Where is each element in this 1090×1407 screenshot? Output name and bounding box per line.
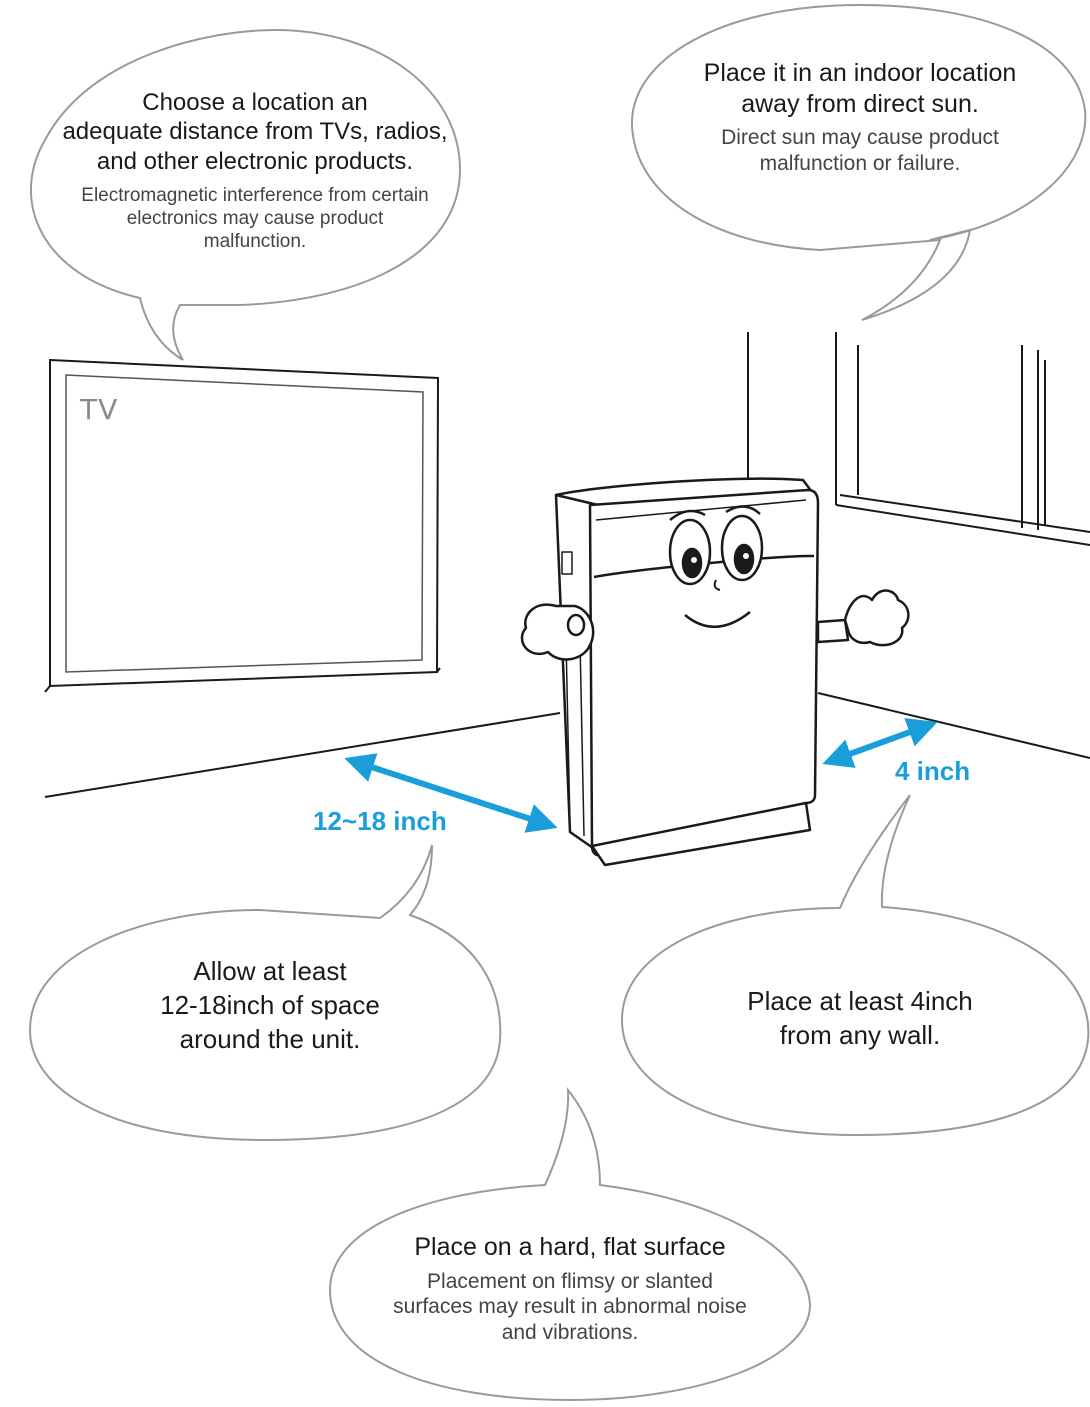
sun-title-line: Place it in an indoor location bbox=[660, 58, 1060, 89]
space-title-line: Allow at least bbox=[100, 955, 440, 989]
sun-title-line: away from direct sun. bbox=[660, 89, 1060, 120]
bubble-surface-text: Place on a hard, flat surface Placement … bbox=[340, 1232, 800, 1345]
wall-distance-label: 4 inch bbox=[895, 756, 970, 787]
space-title-line: 12-18inch of space bbox=[100, 989, 440, 1023]
window bbox=[836, 332, 1090, 545]
electronics-title-line: adequate distance from TVs, radios, bbox=[20, 117, 490, 146]
tv-label: TV bbox=[80, 393, 118, 426]
sun-note-line: Direct sun may cause product bbox=[660, 125, 1060, 151]
wall-title-line: Place at least 4inch bbox=[680, 985, 1040, 1019]
electronics-note-line: Electromagnetic interference from certai… bbox=[20, 184, 490, 207]
space-title-line: around the unit. bbox=[100, 1023, 440, 1057]
bubble-electronics-text: Choose a location an adequate distance f… bbox=[20, 88, 490, 253]
surface-note-line: surfaces may result in abnormal noise bbox=[340, 1294, 800, 1320]
surface-title-line: Place on a hard, flat surface bbox=[340, 1232, 800, 1263]
sun-note-line: malfunction or failure. bbox=[660, 151, 1060, 177]
wall-title-line: from any wall. bbox=[680, 1019, 1040, 1053]
tv-distance-label: 12~18 inch bbox=[313, 806, 447, 837]
air-purifier bbox=[522, 479, 908, 865]
bubble-space-text: Allow at least 12-18inch of space around… bbox=[100, 955, 440, 1056]
electronics-note-line: electronics may cause product bbox=[20, 207, 490, 230]
electronics-title-line: and other electronic products. bbox=[20, 147, 490, 176]
bubble-wall-text: Place at least 4inch from any wall. bbox=[680, 985, 1040, 1053]
electronics-note-line: malfunction. bbox=[20, 230, 490, 253]
surface-note-line: Placement on flimsy or slanted bbox=[340, 1269, 800, 1295]
surface-note-line: and vibrations. bbox=[340, 1320, 800, 1346]
electronics-title-line: Choose a location an bbox=[20, 88, 490, 117]
bubble-sun-text: Place it in an indoor location away from… bbox=[660, 58, 1060, 176]
